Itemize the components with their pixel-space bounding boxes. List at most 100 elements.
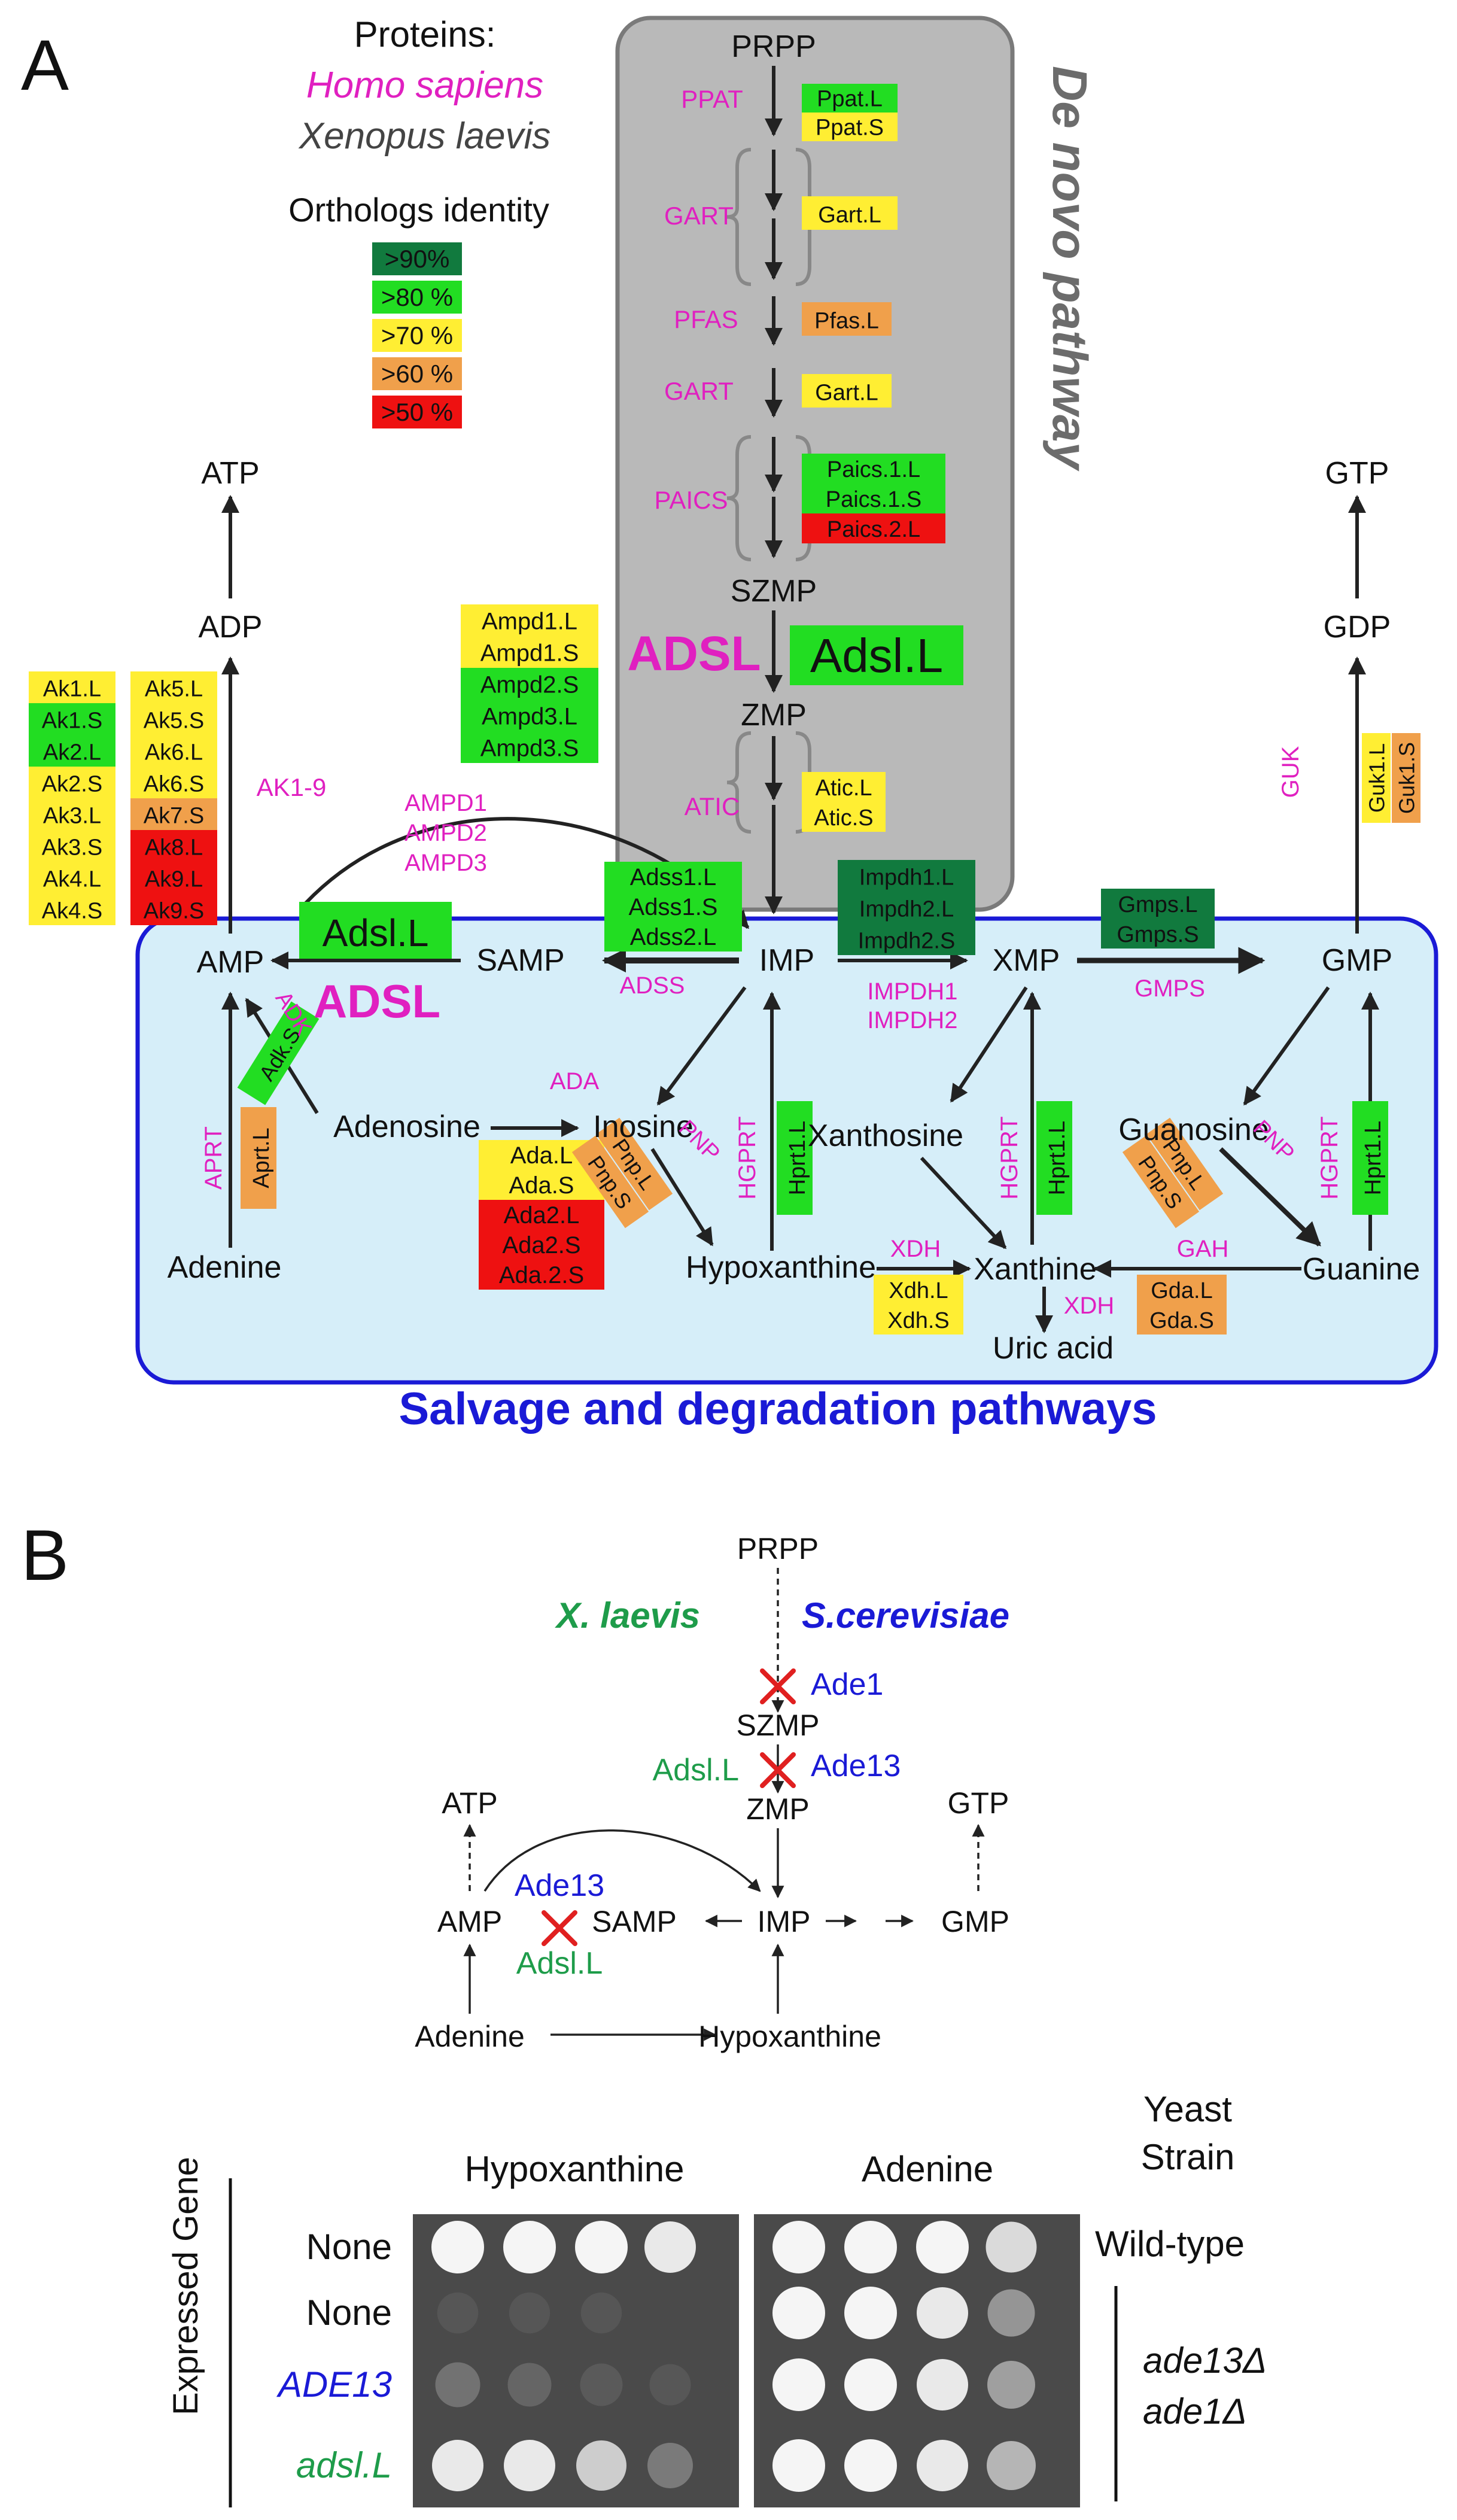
b-metabolite-hypoxanthine: Hypoxanthine [698,2020,881,2053]
ortholog-box [1362,733,1391,823]
legend-swatch [372,281,462,314]
yeast-spot [772,2358,825,2411]
ortholog-box [802,84,898,113]
ortholog-box [461,668,598,700]
pathway-arrows [221,66,1379,1333]
ortholog-box [604,922,742,952]
metabolite-adenosine: Adenosine [333,1109,480,1144]
yeast-spot [772,2221,825,2273]
ortholog-box [838,892,975,923]
ortholog-box [29,830,115,862]
metabolite-amp: AMP [197,945,264,980]
ortholog-box [802,374,892,408]
ortholog-label: Hprt1.L [1361,1121,1386,1196]
enzyme-hgprt1: HGPRT [734,1116,761,1199]
ortholog-box [1101,889,1215,919]
ortholog-label: Ada2.L [504,1202,580,1229]
ortholog-box [29,798,115,830]
enzyme-aprt: APRT [200,1126,227,1190]
ortholog-box [802,454,945,484]
b-enzyme-ade13-bottom: Ade13 [515,1868,604,1903]
yeast-spot [649,2364,691,2406]
ortholog-label: Impdh2.S [858,928,956,953]
yeast-spot [509,2292,550,2334]
ortholog-box [130,862,217,893]
ortholog-label: Gda.L [1151,1278,1213,1303]
legend-title: Proteins: [354,14,496,54]
ortholog-label: Ampd1.L [482,608,577,634]
yeast-spot [503,2221,556,2273]
yeast-spot [844,2439,897,2492]
ortholog-box [479,1230,604,1260]
block-cross-icon [760,1752,796,1788]
yeast-spot [435,2362,480,2407]
metabolite-xmp: XMP [993,943,1060,978]
ortholog-label: Ak8.L [145,835,203,860]
ortholog-stack-adsl_main: Adsl.L [790,625,963,685]
expressed-gene-label: Expressed Gene [166,2157,205,2415]
metabolite-inosine: Inosine [593,1109,693,1144]
ortholog-label: Adsl.L [810,629,943,682]
medium-hypoxanthine: Hypoxanthine [465,2149,685,2189]
ortholog-box [29,767,115,798]
yeast-spot [772,2287,825,2339]
yeast-spot [987,2441,1036,2490]
b-enzyme-adsl-top: Adsl.L [652,1753,739,1788]
ortholog-box [1146,1117,1224,1211]
enzyme-ampd2: AMPD2 [404,820,487,846]
ortholog-box [479,1200,604,1230]
ortholog-box [802,113,898,141]
ortholog-stack-guk: Guk1.L [1362,733,1391,823]
ortholog-box [237,1001,320,1105]
human-enzymes: PPATGARTPFASGARTPAICSATICAK1-9AMPD1AMPD2… [200,85,1343,1319]
b-metabolite-imp: IMP [758,1905,811,1938]
yeast-spot [917,2440,968,2491]
metabolite-uric-acid: Uric acid [993,1331,1114,1366]
legend-swatch [372,319,462,352]
ortholog-box [802,513,945,543]
metabolite-adenine: Adenine [168,1250,282,1285]
ortholog-label: Ak9.L [145,867,203,892]
ortholog-box [130,830,217,862]
ortholog-box [1122,1135,1200,1229]
enzyme-guk: GUK [1277,746,1304,798]
salvage-label: Salvage and degradation pathways [399,1384,1157,1434]
ortholog-box [1137,1275,1227,1305]
ortholog-box [29,735,115,767]
legend-swatch [372,357,462,390]
ortholog-label: Xdh.S [887,1308,950,1333]
arrow-xanthosine-xanthine [920,1156,1007,1250]
species-frog: X. laevis [555,1595,700,1636]
ortholog-box [802,302,892,336]
yeast-spot [844,2287,897,2339]
enzyme-paics: PAICS [655,486,728,514]
yeast-spot [507,2363,552,2407]
ortholog-label: Ak2.L [43,740,101,765]
ortholog-label: Ada.2.S [499,1262,584,1288]
ortholog-label: Paics.1.S [826,487,922,512]
enzyme-gah: GAH [1177,1236,1229,1262]
b-enzyme-adsl-bottom: Adsl.L [516,1946,603,1981]
metabolite-szmp: SZMP [731,574,817,609]
ortholog-label: Atic.L [815,776,872,801]
metabolite-guanine: Guanine [1303,1252,1421,1287]
ortholog-box [1352,1101,1388,1215]
ortholog-stack-gart2: Gart.L [802,374,892,408]
ortholog-label: Pfas.L [814,309,879,334]
b-metabolite-szmp: SZMP [737,1709,820,1742]
ortholog-label: Gart.L [818,203,881,228]
ortholog-box [802,196,898,230]
metabolite-atp: ATP [201,456,259,491]
metabolite-samp: SAMP [476,943,564,978]
legend-level-label: >80 % [381,283,453,311]
yeast-spot [580,2363,623,2406]
legend: Proteins: Homo sapiens Xenopus laevis Or… [288,14,550,428]
yeast-spot [437,2292,479,2334]
yeast-spot [432,2440,483,2491]
